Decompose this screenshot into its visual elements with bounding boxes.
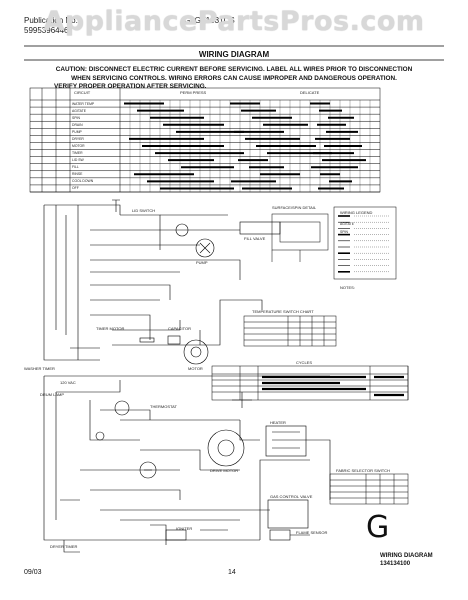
table-row-label: PUMP (72, 129, 82, 134)
caution-line-2: WHEN SERVICING CONTROLS. WIRING ERRORS C… (71, 74, 397, 82)
table-row-label: SPIN (72, 115, 80, 120)
publication-number: 5995396446 (24, 26, 69, 35)
table-row-label: FILL (72, 165, 79, 170)
washer-circuit (43, 199, 281, 365)
watermark: AppliancePartsPros.com (43, 6, 425, 37)
table-row-label: AGITATE (72, 108, 87, 113)
caution-block: CAUTION: DISCONNECT ELECTRIC CURRENT BEF… (54, 66, 414, 92)
drive-motor-label: DRIVE MOTOR (210, 468, 239, 473)
notes-label: NOTES: (340, 285, 355, 290)
diagram-number: 134134100 (380, 561, 411, 567)
table-perm-press-header: PERM PRESS (180, 90, 207, 95)
dryer-circuit (43, 375, 331, 553)
table-row-label: DRYER (72, 136, 84, 141)
model-number: GLGT1031CS (184, 16, 235, 25)
pump-label: PUMP (196, 260, 208, 265)
heater-label: HEATER (270, 420, 286, 425)
page-title: WIRING DIAGRAM (198, 50, 270, 59)
dryer-cycles-table (211, 365, 409, 401)
diagram-label: WIRING DIAGRAM (380, 553, 433, 559)
table-row-label: LID SW (72, 158, 84, 163)
timer-motor-label: TIMER MOTOR (96, 326, 125, 331)
wiring-legend-box (333, 206, 397, 280)
drum-lamp-label: DRUM LAMP (40, 392, 65, 397)
spin-detail-label: SURFACE/SPIN DETAIL (272, 205, 317, 210)
temperature-chart-title: TEMPERATURE SWITCH CHART (252, 309, 314, 314)
legend-title: WIRING LEGEND (340, 210, 373, 215)
diagram-letter: G (366, 510, 390, 545)
publication-label: Publication No. (24, 16, 78, 25)
washer-motor-label: MOTOR (188, 366, 203, 371)
capacitor-label: CAPACITOR (168, 326, 191, 331)
temperature-switch-table (243, 315, 337, 347)
legend-agitate: AGITATE (340, 222, 355, 226)
table-row-label: DRAIN (72, 122, 83, 127)
lid-switch-label: LID SWITCH (132, 208, 156, 213)
table-row-label: TIMER (72, 151, 83, 156)
fill-valve-label: FILL VALVE (244, 236, 266, 241)
fabric-switch-label: FABRIC SELECTOR SWITCH (336, 468, 390, 473)
flame-sensor-label: FLAME SENSOR (296, 530, 328, 535)
table-row-label: WATER TEMP (72, 101, 95, 106)
legend-spin: SPIN (340, 230, 348, 234)
spin-detail-box (271, 213, 329, 262)
dryer-timer-label: DRYER TIMER (50, 544, 78, 549)
timer-sequence-chart (29, 87, 381, 193)
table-delicate-header: DELICATE (300, 90, 320, 95)
table-row-label: MOTOR (72, 143, 85, 148)
table-row-label: OFF (72, 186, 79, 191)
caution-line-3: VERIFY PROPER OPERATION AFTER SERVICING. (54, 83, 207, 91)
footer-date: 09/03 (24, 569, 42, 576)
cycles-title: CYCLES (296, 360, 313, 365)
igniter-label: IGNITER (176, 526, 193, 531)
caution-line-1: CAUTION: DISCONNECT ELECTRIC CURRENT BEF… (55, 66, 413, 73)
footer-page-number: 14 (228, 569, 236, 576)
thermostat-label: THERMOSTAT (150, 404, 177, 409)
table-row-label: COOL DOWN (72, 179, 94, 184)
table-row-label: RINSE (72, 172, 83, 177)
gas-control-label: GAS CONTROL VALVE (270, 494, 313, 499)
washer-timer-label: WASHER TIMER (24, 366, 55, 371)
voltage-label: 120 VAC (60, 380, 76, 385)
fabric-selector-table (329, 473, 409, 505)
table-circuit-header: CIRCUIT (74, 90, 91, 95)
